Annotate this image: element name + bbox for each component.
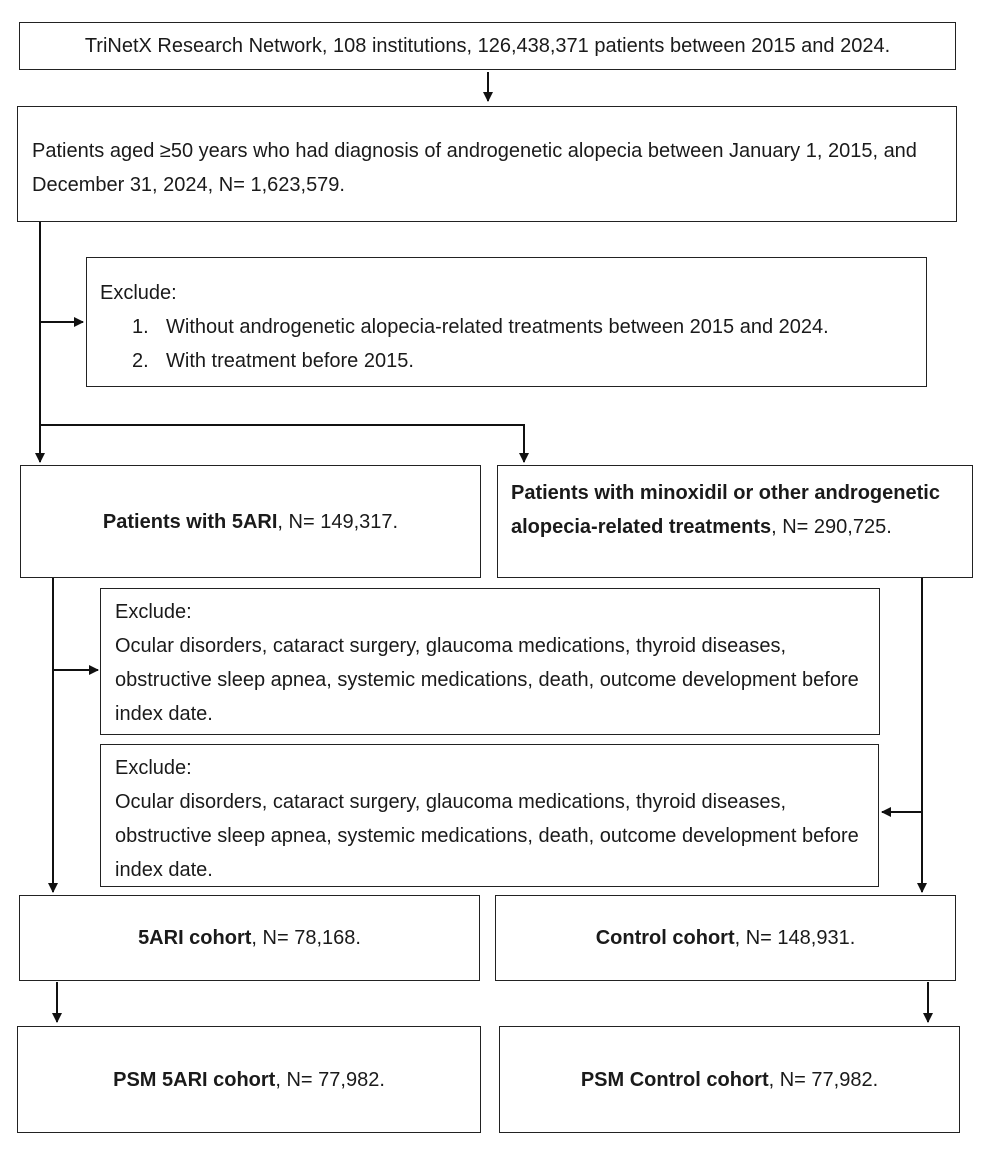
exclude3-title: Exclude: xyxy=(115,757,192,779)
eligible-box: Patients aged ≥50 years who had diagnosi… xyxy=(17,106,957,222)
group-minoxidil-text: Patients with minoxidil or other androge… xyxy=(511,482,940,538)
group-5ari-text: Patients with 5ARI, N= 149,317. xyxy=(102,510,399,533)
network-text: TriNetX Research Network, 108 institutio… xyxy=(84,35,891,57)
exclude3-text: Ocular disorders, cataract surgery, glau… xyxy=(115,791,859,881)
psm-control-box: PSM Control cohort, N= 77,982. xyxy=(499,1026,960,1133)
exclude1-item: 2. With treatment before 2015. xyxy=(132,350,414,372)
exclude1-item: 1. Without androgenetic alopecia-related… xyxy=(132,316,829,338)
cohort-5ari-box: 5ARI cohort, N= 78,168. xyxy=(19,895,480,981)
cohort-control-box: Control cohort, N= 148,931. xyxy=(495,895,956,981)
exclude1-title: Exclude: xyxy=(100,282,177,304)
cohort-control-text: Control cohort, N= 148,931. xyxy=(595,927,856,949)
exclude1-box: Exclude: 1. Without androgenetic alopeci… xyxy=(86,257,927,387)
exclude2-box: Exclude: Ocular disorders, cataract surg… xyxy=(100,588,880,735)
eligible-text: Patients aged ≥50 years who had diagnosi… xyxy=(32,140,917,196)
group-minoxidil-box: Patients with minoxidil or other androge… xyxy=(497,465,973,578)
exclude2-text: Ocular disorders, cataract surgery, glau… xyxy=(115,635,859,725)
cohort-5ari-text: 5ARI cohort, N= 78,168. xyxy=(138,927,361,949)
exclude1-list: 1. Without androgenetic alopecia-related… xyxy=(100,310,916,378)
group-5ari-box: Patients with 5ARI, N= 149,317. xyxy=(20,465,481,578)
branch-to-minoxidil xyxy=(40,424,529,463)
psm-control-text: PSM Control cohort, N= 77,982. xyxy=(580,1068,879,1091)
exclude3-box: Exclude: Ocular disorders, cataract surg… xyxy=(100,744,879,887)
exclude2-title: Exclude: xyxy=(115,601,192,623)
network-box: TriNetX Research Network, 108 institutio… xyxy=(19,22,956,70)
psm-5ari-text: PSM 5ARI cohort, N= 77,982. xyxy=(113,1068,385,1091)
psm-5ari-box: PSM 5ARI cohort, N= 77,982. xyxy=(17,1026,481,1133)
